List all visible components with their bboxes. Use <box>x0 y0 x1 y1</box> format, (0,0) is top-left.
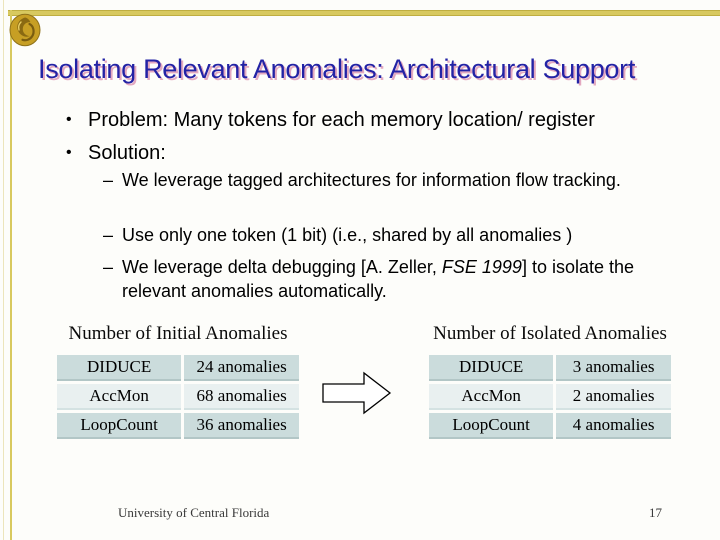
dash-marker: – <box>103 257 114 277</box>
page-number: 17 <box>649 505 662 520</box>
isolated-anomalies-section: Number of Isolated Anomalies DIDUCE 3 an… <box>426 322 674 442</box>
right-block-arrow-icon <box>322 371 392 415</box>
anomaly-count-cell: 68 anomalies <box>184 384 299 410</box>
tool-name-cell: AccMon <box>57 384 182 410</box>
bullet-marker: • <box>66 144 72 161</box>
sub-bullet-text: Use only one token (1 bit) (i.e., shared… <box>122 225 573 245</box>
footer-institution: University of Central Florida <box>118 505 270 520</box>
left-faint-border <box>3 0 4 540</box>
tool-name-cell: AccMon <box>429 384 554 410</box>
sub-bullet-delta-debugging: – We leverage delta debugging [A. Zeller… <box>103 255 667 303</box>
tool-name-cell: DIDUCE <box>57 355 182 381</box>
sub-bullet-one-token: – Use only one token (1 bit) (i.e., shar… <box>103 223 667 247</box>
initial-anomalies-table: DIDUCE 24 anomalies AccMon 68 anomalies … <box>54 352 302 442</box>
anomaly-count-cell: 3 anomalies <box>556 355 671 381</box>
table-row: DIDUCE 24 anomalies <box>57 355 299 381</box>
bullet-marker: • <box>66 111 72 128</box>
citation-italic: FSE 1999 <box>441 257 522 277</box>
sub-bullet-text-post: ] to isolate the relevant anomalies auto… <box>122 257 635 301</box>
table-row: LoopCount 4 anomalies <box>429 413 671 439</box>
table-row: AccMon 2 anomalies <box>429 384 671 410</box>
dash-marker: – <box>103 170 114 190</box>
sub-bullet-text: We leverage delta debugging [A. Zeller, … <box>122 255 667 303</box>
bullet-text: Solution: <box>88 142 166 164</box>
dash-marker: – <box>103 225 114 245</box>
bullet-item-problem: • Problem: Many tokens for each memory l… <box>66 107 595 133</box>
table-row: LoopCount 36 anomalies <box>57 413 299 439</box>
sub-bullet-text: We leverage tagged architectures for inf… <box>122 170 621 190</box>
anomaly-count-cell: 24 anomalies <box>184 355 299 381</box>
bullet-text: Problem: Many tokens for each memory loc… <box>88 109 595 131</box>
table-row: AccMon 68 anomalies <box>57 384 299 410</box>
table-row: DIDUCE 3 anomalies <box>429 355 671 381</box>
anomaly-count-cell: 4 anomalies <box>556 413 671 439</box>
top-gold-border <box>8 10 720 16</box>
isolated-table-title: Number of Isolated Anomalies <box>433 323 667 344</box>
left-gold-border <box>10 10 12 540</box>
bullet-item-solution: • Solution: <box>66 140 166 166</box>
tool-name-cell: LoopCount <box>429 413 554 439</box>
sub-bullet-tagged-architectures: – We leverage tagged architectures for i… <box>103 168 667 192</box>
initial-table-title: Number of Initial Anomalies <box>68 323 288 344</box>
isolated-anomalies-table: DIDUCE 3 anomalies AccMon 2 anomalies Lo… <box>426 352 674 442</box>
ucf-pegasus-logo-icon <box>9 13 41 47</box>
tool-name-cell: LoopCount <box>57 413 182 439</box>
anomaly-count-cell: 36 anomalies <box>184 413 299 439</box>
slide-title: Isolating Relevant Anomalies: Architectu… <box>38 54 636 84</box>
initial-anomalies-section: Number of Initial Anomalies DIDUCE 24 an… <box>54 322 302 442</box>
tool-name-cell: DIDUCE <box>429 355 554 381</box>
sub-bullet-text-pre: We leverage delta debugging [A. Zeller, <box>122 257 442 277</box>
anomaly-count-cell: 2 anomalies <box>556 384 671 410</box>
